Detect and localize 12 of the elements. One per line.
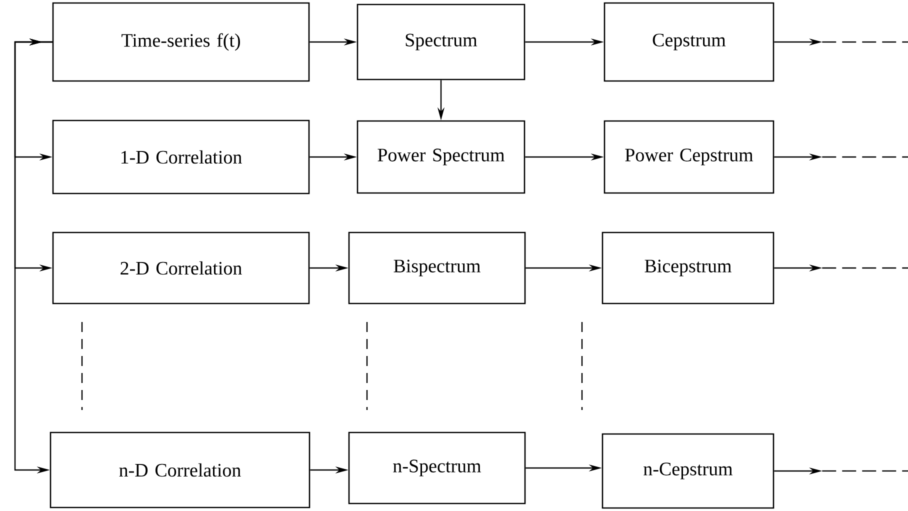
process-box: n-Spectrum bbox=[348, 432, 526, 504]
process-box: 2-D Correlation bbox=[52, 232, 310, 304]
process-box: n-D Correlation bbox=[50, 432, 310, 508]
process-box: n-Cepstrum bbox=[602, 433, 774, 509]
process-box: Cepstrum bbox=[604, 2, 774, 82]
process-box: Power Spectrum bbox=[356, 120, 526, 194]
process-box: Power Cepstrum bbox=[604, 120, 774, 194]
process-box: Time-series f(t) bbox=[52, 2, 310, 82]
process-box: Spectrum bbox=[356, 4, 526, 80]
process-box: Bicepstrum bbox=[602, 232, 774, 304]
process-box: Bispectrum bbox=[348, 232, 526, 304]
process-box: 1-D Correlation bbox=[52, 120, 310, 194]
